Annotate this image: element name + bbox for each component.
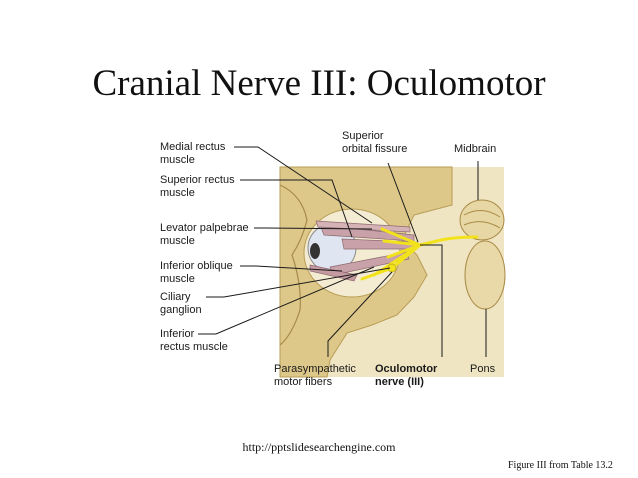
midbrain-shape bbox=[459, 199, 505, 241]
label-oculomotor-nerve: Oculomotor nerve (III) bbox=[375, 363, 438, 388]
label-levator-palpebrae: Levator palpebrae muscle bbox=[160, 222, 249, 247]
label-inferior-oblique: Inferior oblique muscle bbox=[160, 260, 233, 285]
pons-shape bbox=[464, 240, 506, 310]
pupil-shape bbox=[310, 243, 320, 259]
levator-shape bbox=[315, 220, 411, 233]
label-parasympathetic-fibers: Parasympathetic motor fibers bbox=[274, 363, 356, 388]
label-medial-rectus: Medial rectus muscle bbox=[160, 141, 226, 166]
label-pons: Pons bbox=[470, 363, 496, 375]
leader-lines bbox=[198, 146, 487, 357]
source-url[interactable]: http://pptslidesearchengine.com bbox=[242, 440, 396, 454]
label-superior-rectus: Superior rectus muscle bbox=[160, 174, 235, 199]
label-inferior-rectus: Inferior rectus muscle bbox=[160, 328, 228, 353]
oculomotor-anatomy-illustration: Medial rectus muscle Superior rectus mus… bbox=[152, 125, 512, 400]
slide-title: Cranial Nerve III: Oculomotor bbox=[92, 63, 546, 104]
label-midbrain: Midbrain bbox=[454, 143, 497, 155]
label-superior-orbital-fissure: Superior orbital fissure bbox=[342, 130, 408, 155]
anatomy-drawing bbox=[198, 146, 506, 378]
label-ciliary-ganglion: Ciliary ganglion bbox=[160, 291, 202, 316]
figure-caption: Figure III from Table 13.2 bbox=[508, 460, 613, 471]
face-profile bbox=[279, 184, 308, 346]
midbrain-folds bbox=[463, 210, 501, 229]
